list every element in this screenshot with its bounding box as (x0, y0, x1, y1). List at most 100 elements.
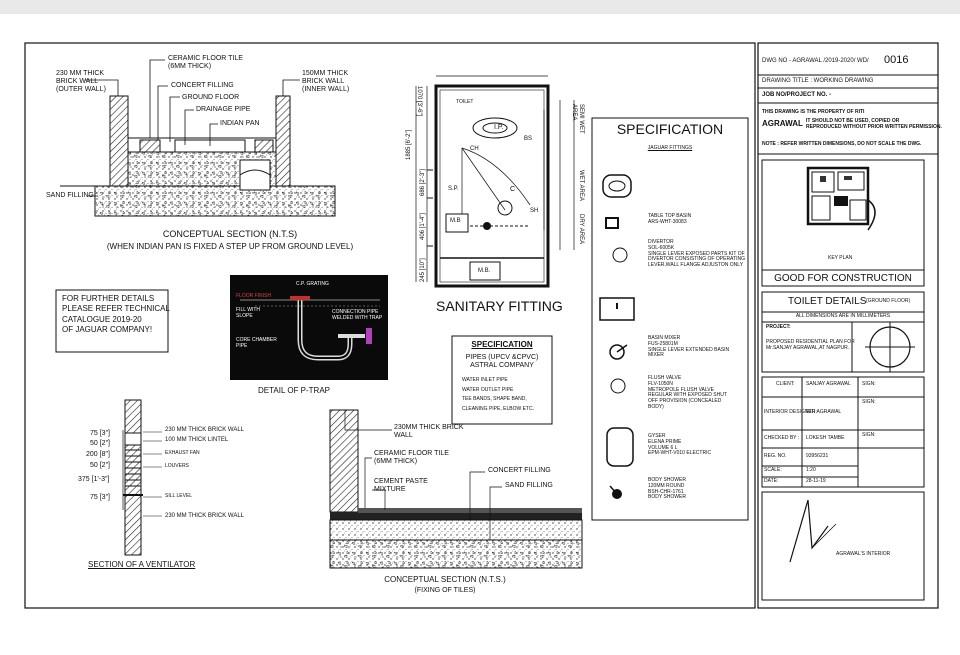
dim-1885: 1885 [6'-2"] (406, 129, 412, 160)
ptrap-title: DETAIL OF P-TRAP (258, 386, 331, 395)
ventilator-section-drawing (122, 399, 162, 556)
section2-wall-label: 230MM THICK BRICK WALL (394, 424, 464, 440)
conceptual-section-2-drawing (329, 409, 583, 569)
scale-note: NOTE : REFER WRITTEN DIMENSIONS, DO NOT … (762, 141, 922, 147)
project-value: PROPOSED RESIDENTIAL PLAN FOR Mr.SANJAY … (766, 339, 855, 351)
property-notice: THIS DRAWING IS THE PROPERTY OF RITI (762, 109, 865, 115)
ch-label: CH (470, 146, 479, 152)
vent-label-fan: EXHAUST FAN (165, 450, 200, 456)
viewer-top-bar (0, 0, 960, 14)
section2-sand-label: SAND FILLING (505, 482, 553, 489)
toilet-details-title: TOILET DETAILS (788, 296, 867, 307)
section-2-title: CONCEPTUAL SECTION (N.T.S.) (384, 575, 506, 584)
conceptual-section-1-drawing (60, 59, 336, 217)
ptrap-floor-label: FLOOR FINISH (236, 293, 272, 299)
wet-area-label: WET AREA (578, 170, 584, 201)
agrawal-interior-logo (789, 499, 837, 563)
section2-tile-label: CERAMIC FLOOR TILE (6MM THICK) (374, 450, 449, 466)
spec-item-body-shower: BODY SHOWER 120MM ROUND BSH-CHR-1761 BOD… (648, 477, 686, 501)
dim-245: 245 [10"] (420, 258, 426, 282)
ventilator-title: SECTION OF A VENTILATOR (88, 560, 196, 569)
outer-wall-label: 230 MM THICK BRICK WALL (OUTER WALL) (56, 70, 106, 94)
interior-designer-value: RITI AGRAWAL (806, 409, 842, 415)
section-2-subtitle: (FIXING OF TILES) (414, 587, 476, 594)
vent-dim-2: 50 [2"] (90, 440, 110, 447)
spec-fixture-icons (599, 174, 635, 499)
floor-tile-label: CERAMIC FLOOR TILE (6MM THICK) (168, 55, 243, 71)
vent-label-lintel: 100 MM THICK LINTEL (165, 437, 229, 443)
mb2-label: M.B. (478, 268, 491, 274)
checker-sign-label: SIGN: (862, 432, 876, 438)
vent-dim-5: 375 [1'-3"] (78, 476, 110, 483)
specification-subtitle: JAGUAR FITTINGS (647, 145, 693, 151)
scale-label: SCALE: (764, 467, 782, 473)
note-box-frame (55, 289, 169, 353)
drawing-title: DRAWING TITLE : WORKING DRAWING (762, 78, 874, 84)
dim-1070: 1070 [3'-6"] (416, 86, 422, 117)
dim-686: 686 [2'-3"] (420, 169, 426, 196)
sand-filling-label: SAND FILLING (46, 192, 94, 199)
section-1-title: CONCEPTUAL SECTION (N.T.S) (162, 229, 298, 239)
section2-concert-label: CONCERT FILLING (488, 467, 551, 474)
pipe-spec-box (451, 335, 553, 425)
sh-label: SH (530, 208, 539, 214)
key-plan-drawing (806, 166, 876, 231)
concert-filling-label: CONCERT FILLING (171, 82, 234, 89)
spec-item-divertor: DIVERTOR SOL-6005K SINGLE LEVER EXPOSED … (648, 239, 745, 268)
agrawal-name: AGRAWAL (762, 119, 803, 128)
sanitary-fitting-title: SANITARY FITTING (436, 298, 563, 314)
section-1-subtitle: (WHEN INDIAN PAN IS FIXED A STEP UP FROM… (106, 242, 354, 251)
pipe-spec-items: WATER INLET PIPE WATER OUTLET PIPE TEE B… (462, 377, 534, 412)
reg-no-label: REG. NO. (764, 453, 787, 459)
logo-text: AGRAWAL'S INTERIOR (836, 551, 891, 557)
ground-floor-label: GROUND FLOOR (182, 94, 240, 101)
vent-dim-6: 75 [3"] (90, 494, 110, 501)
section2-paste-label: CEMENT PASTE MIXTURE (374, 478, 428, 494)
toilet-label: TOILET (456, 99, 474, 105)
specification-title: SPECIFICATION (616, 121, 724, 137)
spec-item-basin: TABLE TOP BASIN ARS-WHT-30083 (648, 213, 692, 225)
ip-label: I.P. (494, 124, 504, 131)
sanitary-fitting-plan (415, 75, 575, 288)
drainage-pipe-label: DRAINAGE PIPE (196, 106, 251, 113)
catalogue-note: FOR FURTHER DETAILS PLEASE REFER TECHNIC… (62, 294, 170, 335)
date-value: 28-11-19 (806, 478, 826, 484)
checked-by-label: CHECKED BY : (764, 435, 800, 441)
interior-designer-label: INTERIOR DESIGNER: (764, 409, 817, 415)
ptrap-connection-label: CONNECTION PIPE WELDED WITH TRAP (332, 309, 383, 321)
ptrap-grating-label: C.P. GRATING (296, 281, 329, 287)
vent-dim-4: 50 [2"] (90, 462, 110, 469)
semi-wet-label: SEMI WET AREA (571, 104, 584, 134)
ground-floor-tag: (GROUND FLOOR) (866, 298, 911, 304)
good-for-construction: GOOD FOR CONSTRUCTION (774, 273, 912, 284)
reg-no-value: 93956231 (806, 453, 829, 459)
vent-dim-1: 75 [3"] (90, 430, 110, 437)
vent-label-louvers: LOUVERS (165, 463, 189, 469)
property-notice-2: IT SHOULD NOT BE USED, COPIED OR REPRODU… (806, 118, 942, 130)
c-label: C (510, 186, 516, 193)
p-trap-detail-box (230, 275, 388, 380)
dwg-number-value: 0016 (884, 54, 909, 66)
pipe-spec-title: SPECIFICATION (471, 340, 533, 349)
mb-label: M.B (450, 218, 461, 224)
title-block-grid (758, 74, 938, 601)
vent-label-wall-2: 230 MM THICK BRICK WALL (165, 513, 245, 519)
client-sign-label: SIGN: (862, 381, 876, 387)
sp-label: S.P. (448, 186, 459, 192)
vent-dim-3: 200 [8"] (86, 451, 110, 458)
vent-label-sill: SILL LEVEL (165, 493, 193, 499)
client-label: CLIENT: (776, 381, 795, 387)
spec-item-basin-mixer: BASIN MIXER FUS-25801M SINGLE LEVER EXTE… (648, 335, 730, 359)
indian-pan-label: INDIAN PAN (220, 120, 260, 127)
date-label: DATE: (764, 478, 779, 484)
ptrap-core-label: CORE CHAMBER PIPE (236, 337, 277, 349)
specification-box (591, 117, 749, 521)
ptrap-slope-label: FILL WITH SLOPE (236, 307, 260, 319)
dim-406: 406 [1'-4"] (420, 213, 426, 240)
pipe-spec-body: PIPES (UPCV &CPVC) ASTRAL COMPANY (465, 354, 539, 370)
spec-item-flush-valve: FLUSH VALVE FLV-1050N METROPOLE FLUSH VA… (648, 375, 727, 410)
job-number: JOB NO/PROJECT NO. - (762, 92, 832, 98)
bs-label: BS (524, 136, 533, 142)
dwg-number-label: DWG NO - AGRAWAL /2019-2020/ WD/ (762, 58, 869, 64)
